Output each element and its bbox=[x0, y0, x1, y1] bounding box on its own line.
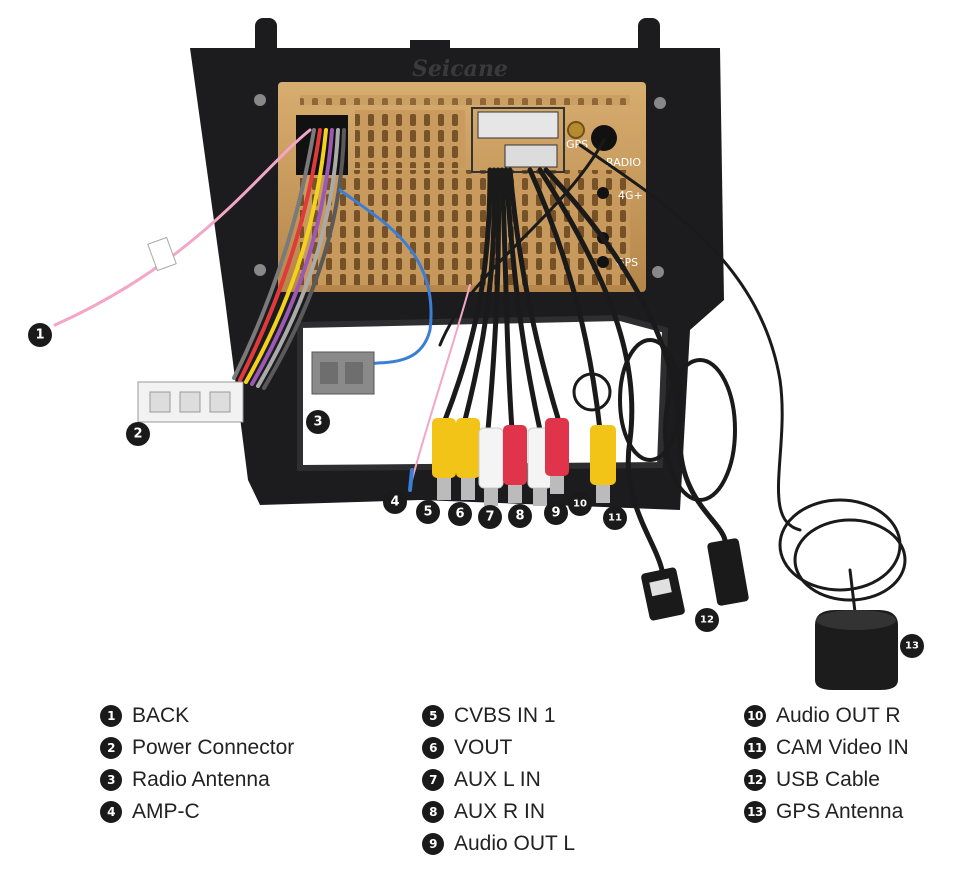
svg-text:11: 11 bbox=[608, 513, 622, 524]
legend-number: 12 bbox=[744, 769, 766, 791]
legend-number: 11 bbox=[744, 737, 766, 759]
legend-number: 4 bbox=[100, 801, 122, 823]
svg-text:4: 4 bbox=[390, 495, 399, 510]
legend-label: Audio OUT L bbox=[454, 832, 576, 855]
legend-column-1: 1 BACK 2 Power Connector 3 Radio Antenna… bbox=[100, 700, 294, 828]
svg-text:6: 6 bbox=[455, 507, 464, 522]
legend-number: 5 bbox=[422, 705, 444, 727]
gps-antenna-puck bbox=[815, 610, 898, 690]
legend-number: 1 bbox=[100, 705, 122, 727]
legend-label: Audio OUT R bbox=[776, 704, 901, 727]
marker-10: 10 bbox=[568, 492, 592, 516]
legend-number: 13 bbox=[744, 801, 766, 823]
marker-1: 1 bbox=[28, 323, 52, 347]
marker-8: 8 bbox=[508, 504, 532, 528]
brand-logo: Seicane bbox=[412, 56, 508, 82]
head-unit-wiring-diagram: Seicane GPS RADIO 4G+ GPS bbox=[28, 18, 924, 690]
marker-7: 7 bbox=[478, 505, 502, 529]
legend-item-aux-r-in: 8 AUX R IN bbox=[422, 796, 575, 828]
marker-13: 13 bbox=[900, 634, 924, 658]
svg-text:8: 8 bbox=[515, 509, 524, 524]
rca-plug-red-2 bbox=[545, 418, 569, 494]
rca-plug-yellow-2 bbox=[456, 418, 480, 500]
legend-label: GPS Antenna bbox=[776, 800, 904, 823]
legend-number: 10 bbox=[744, 705, 766, 727]
legend-number: 7 bbox=[422, 769, 444, 791]
legend-column-2: 5 CVBS IN 1 6 VOUT 7 AUX L IN 8 AUX R IN… bbox=[422, 700, 575, 860]
legend-item-audio-out-l: 9 Audio OUT L bbox=[422, 828, 575, 860]
svg-text:7: 7 bbox=[485, 510, 494, 525]
legend-label: AUX L IN bbox=[454, 768, 541, 791]
svg-text:13: 13 bbox=[905, 641, 919, 652]
legend-label: AMP-C bbox=[132, 800, 200, 823]
svg-text:12: 12 bbox=[700, 615, 714, 626]
svg-text:5: 5 bbox=[423, 505, 432, 520]
radio-port-label: RADIO bbox=[606, 156, 641, 169]
marker-12: 12 bbox=[695, 608, 719, 632]
marker-5: 5 bbox=[416, 500, 440, 524]
legend-item-vout: 6 VOUT bbox=[422, 732, 575, 764]
svg-text:2: 2 bbox=[133, 427, 142, 442]
legend-item-cam-video-in: 11 CAM Video IN bbox=[744, 732, 909, 764]
radio-antenna-plug bbox=[311, 351, 375, 395]
legend-item-radio-antenna: 3 Radio Antenna bbox=[100, 764, 294, 796]
marker-3: 3 bbox=[306, 410, 330, 434]
marker-6: 6 bbox=[448, 502, 472, 526]
legend-label: CAM Video IN bbox=[776, 736, 909, 759]
legend-item-power-connector: 2 Power Connector bbox=[100, 732, 294, 764]
legend-label: CVBS IN 1 bbox=[454, 704, 556, 727]
marker-2: 2 bbox=[126, 422, 150, 446]
svg-text:9: 9 bbox=[551, 506, 560, 521]
4g-port-label: 4G+ bbox=[618, 189, 643, 202]
marker-9: 9 bbox=[544, 501, 568, 525]
legend-label: USB Cable bbox=[776, 768, 880, 791]
power-connector-plug bbox=[137, 381, 244, 423]
legend-label: BACK bbox=[132, 704, 190, 727]
cables bbox=[53, 128, 907, 614]
legend-item-amp-c: 4 AMP-C bbox=[100, 796, 294, 828]
rca-plugs bbox=[432, 418, 616, 506]
rca-plug-cam-yellow bbox=[590, 425, 616, 503]
rca-plug-yellow-1 bbox=[432, 418, 456, 500]
legend-number: 2 bbox=[100, 737, 122, 759]
svg-text:3: 3 bbox=[313, 415, 322, 430]
rca-plug-red-1 bbox=[503, 425, 527, 503]
legend-column-3: 10 Audio OUT R 11 CAM Video IN 12 USB Ca… bbox=[744, 700, 909, 828]
marker-11: 11 bbox=[603, 506, 627, 530]
usb-plugs bbox=[641, 538, 749, 621]
legend-item-usb-cable: 12 USB Cable bbox=[744, 764, 909, 796]
legend-label: VOUT bbox=[454, 736, 513, 759]
legend-item-aux-l-in: 7 AUX L IN bbox=[422, 764, 575, 796]
diagram-markers: 1 2 3 4 5 6 7 8 9 10 11 12 13 bbox=[28, 323, 924, 658]
svg-text:1: 1 bbox=[35, 328, 44, 343]
legend-number: 8 bbox=[422, 801, 444, 823]
legend-label: Power Connector bbox=[132, 736, 295, 759]
svg-text:10: 10 bbox=[573, 499, 587, 510]
legend-item-back: 1 BACK bbox=[100, 700, 294, 732]
marker-4: 4 bbox=[383, 490, 407, 514]
rca-plug-white-1 bbox=[478, 427, 504, 506]
legend-number: 9 bbox=[422, 833, 444, 855]
legend-item-gps-antenna: 13 GPS Antenna bbox=[744, 796, 909, 828]
legend-item-cvbs-in-1: 5 CVBS IN 1 bbox=[422, 700, 575, 732]
legend-label: Radio Antenna bbox=[132, 768, 270, 791]
legend-item-audio-out-r: 10 Audio OUT R bbox=[744, 700, 909, 732]
legend-number: 3 bbox=[100, 769, 122, 791]
legend-label: AUX R IN bbox=[454, 800, 546, 823]
legend-number: 6 bbox=[422, 737, 444, 759]
